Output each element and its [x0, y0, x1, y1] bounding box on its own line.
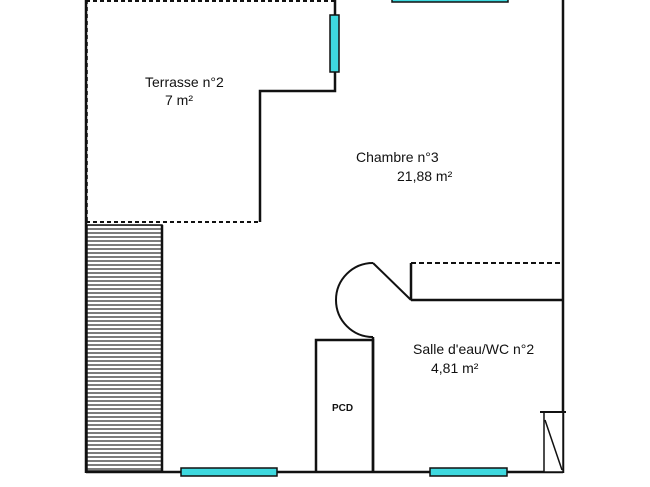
- shower-diagonal: [544, 419, 563, 471]
- window-terrasse: [329, 14, 340, 73]
- terrasse-wall: [258, 0, 337, 222]
- closet-label: PCD: [332, 403, 354, 414]
- door-leaf: [372, 262, 412, 301]
- staircase: [86, 224, 163, 472]
- window-bottom-right: [429, 467, 508, 477]
- door-swing: [335, 262, 374, 338]
- window-bottom-left: [180, 467, 278, 477]
- window-top: [391, 0, 509, 3]
- room-name-terrasse: Terrasse n°2: [145, 74, 224, 90]
- room-area-terrasse: 7 m²: [165, 92, 193, 108]
- room-name-salle: Salle d'eau/WC n°2: [413, 341, 535, 357]
- room-area-chambre: 21,88 m²: [397, 168, 453, 184]
- room-area-salle: 4,81 m²: [431, 360, 479, 376]
- room-name-chambre: Chambre n°3: [356, 149, 439, 165]
